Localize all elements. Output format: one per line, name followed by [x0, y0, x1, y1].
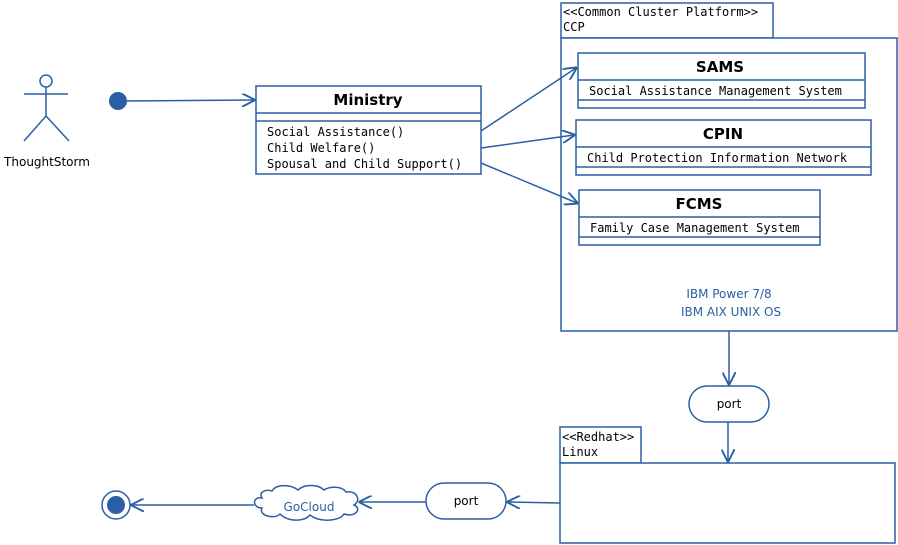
port-upper[interactable]: port	[688, 385, 770, 423]
cpin-title: CPIN	[703, 125, 743, 143]
gocloud-label: GoCloud	[284, 500, 335, 514]
linux-package[interactable]: <<Redhat>> Linux	[559, 426, 896, 544]
ministry-operation: Social Assistance()	[267, 125, 404, 139]
ministry-class[interactable]: Ministry Social Assistance() Child Welfa…	[255, 85, 482, 175]
initial-node	[109, 92, 127, 110]
ccp-platform-os: IBM AIX UNIX OS	[681, 305, 781, 319]
sams-title: SAMS	[696, 58, 744, 76]
fcms-component[interactable]: FCMS Family Case Management System	[578, 189, 821, 246]
linux-package-body	[559, 462, 896, 544]
linux-stereotype: <<Redhat>>	[562, 430, 634, 444]
actor-label: ThoughtStorm	[3, 155, 90, 169]
port-lower[interactable]: port	[425, 482, 507, 520]
linux-name: Linux	[562, 445, 598, 459]
edge-linux-to-port	[508, 502, 561, 503]
fcms-description: Family Case Management System	[590, 221, 800, 235]
actor-head	[39, 74, 53, 88]
cpin-component[interactable]: CPIN Child Protection Information Networ…	[575, 119, 872, 176]
sams-description: Social Assistance Management System	[589, 84, 842, 98]
edge-ministry-to-fcms	[480, 162, 577, 203]
ministry-operation: Child Welfare()	[267, 141, 375, 155]
ministry-title: Ministry	[333, 91, 402, 109]
actor-left-leg	[23, 115, 47, 142]
ccp-stereotype: <<Common Cluster Platform>>	[563, 5, 758, 19]
ministry-operation: Spousal and Child Support()	[267, 157, 462, 171]
ccp-platform-hardware: IBM Power 7/8	[686, 287, 771, 301]
final-node	[101, 490, 131, 520]
port-upper-label: port	[717, 397, 742, 411]
edge-ministry-to-cpin	[480, 135, 574, 149]
sams-component[interactable]: SAMS Social Assistance Management System	[577, 52, 866, 109]
edge-initial-to-ministry	[126, 100, 254, 101]
edge-ministry-to-sams	[480, 68, 576, 132]
linux-package-tab	[559, 426, 642, 464]
ccp-name: CCP	[563, 20, 585, 34]
cloud-icon	[253, 484, 359, 521]
cpin-description: Child Protection Information Network	[587, 151, 848, 165]
actor-thoughtstorm	[23, 74, 70, 142]
actor-right-leg	[45, 115, 70, 142]
fcms-title: FCMS	[676, 195, 723, 213]
gocloud-node[interactable]: GoCloud	[253, 484, 359, 521]
port-lower-label: port	[454, 494, 479, 508]
